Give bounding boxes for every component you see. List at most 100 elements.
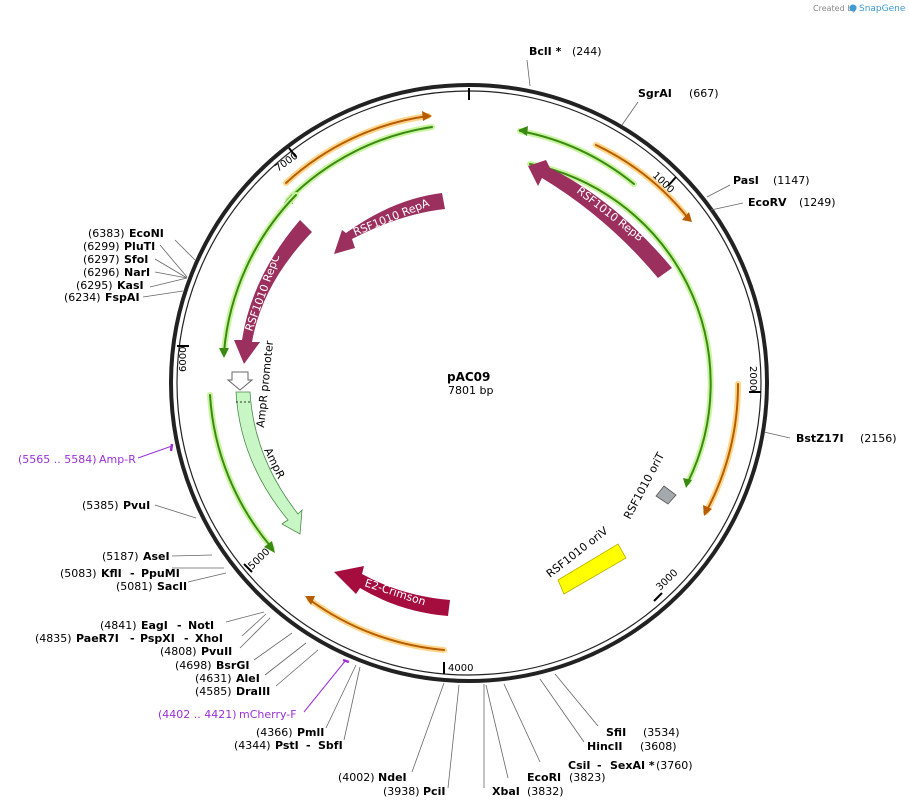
site-pspxi[interactable]: PspXI xyxy=(140,632,175,645)
feature-oriv[interactable]: RSF1010 oriV xyxy=(544,524,627,595)
svg-text:-: - xyxy=(130,632,135,645)
site-bstz17i[interactable]: BstZ17I xyxy=(796,432,844,445)
site-sfoi[interactable]: SfoI xyxy=(124,253,148,266)
site-bcli[interactable]: BclI * xyxy=(529,45,562,58)
site-sgrai-pos: (667) xyxy=(689,87,719,100)
feature-repa[interactable]: RSF1010 RepA xyxy=(334,193,445,254)
repa-label: RSF1010 RepA xyxy=(351,196,431,239)
site-pvui[interactable]: PvuI xyxy=(123,499,150,512)
site-xbai-pos: (3832) xyxy=(527,785,564,798)
site-ecori-pos: (3823) xyxy=(569,771,606,784)
site-sgrai[interactable]: SgrAI xyxy=(638,87,672,100)
site-kfli-pos: (5083) xyxy=(60,567,97,580)
ruler-label-6000: 6000 xyxy=(178,347,189,372)
site-ecorv[interactable]: EcoRV xyxy=(748,196,787,209)
site-hincii[interactable]: HincII xyxy=(587,740,623,753)
primer-ampr-range: (5565 .. 5584) xyxy=(18,453,97,466)
site-pluti[interactable]: PluTI xyxy=(124,240,155,253)
site-pmli-pos: (4366) xyxy=(256,726,293,739)
site-pvui-pos: (5385) xyxy=(82,499,119,512)
site-pvuii-pos: (4808) xyxy=(160,645,197,658)
site-psti-pos: (4344) xyxy=(234,739,271,752)
site-sexai[interactable]: SexAI * xyxy=(610,759,655,772)
ruler-label-3000: 3000 xyxy=(654,568,680,594)
credit-brand[interactable]: SnapGene xyxy=(859,4,906,14)
ruler-tick-7000 xyxy=(288,147,297,158)
site-asei[interactable]: AseI xyxy=(143,550,170,563)
ruler-tick-1000 xyxy=(667,176,677,187)
site-nari-pos: (6296) xyxy=(83,266,120,279)
site-sfoi-pos: (6297) xyxy=(83,253,120,266)
site-ndei[interactable]: NdeI xyxy=(378,771,407,784)
ruler-tick-5000 xyxy=(243,563,253,573)
site-nari[interactable]: NarI xyxy=(124,266,150,279)
site-draiii[interactable]: DraIII xyxy=(236,685,270,698)
site-noti[interactable]: NotI xyxy=(188,619,214,632)
site-ecorv-pos: (1249) xyxy=(799,196,836,209)
orf-orange-arcs xyxy=(283,111,742,653)
site-pluti-pos: (6299) xyxy=(83,240,120,253)
site-leaders xyxy=(142,59,791,789)
site-eagi-pos: (4841) xyxy=(100,619,137,632)
ruler-label-4000: 4000 xyxy=(448,663,473,674)
site-econi-pos: (6383) xyxy=(88,227,125,240)
site-ppumi[interactable]: PpuMI xyxy=(141,567,180,580)
site-sbfi[interactable]: SbfI xyxy=(318,739,343,752)
plasmid-length: 7801 bp xyxy=(448,384,493,397)
site-sacii-pos: (5081) xyxy=(116,580,153,593)
site-bsrgi-pos: (4698) xyxy=(175,659,212,672)
site-paer7i[interactable]: PaeR7I xyxy=(76,632,119,645)
site-sacii[interactable]: SacII xyxy=(157,580,187,593)
site-draiii-pos: (4585) xyxy=(195,685,232,698)
site-alei[interactable]: AleI xyxy=(236,672,260,685)
site-asei-pos: (5187) xyxy=(102,550,139,563)
svg-text:-: - xyxy=(130,567,135,580)
svg-text:-: - xyxy=(306,739,311,752)
site-xbai[interactable]: XbaI xyxy=(492,785,520,798)
ampr-promoter-label: AmpR promoter xyxy=(254,340,276,429)
site-bstz17i-pos: (2156) xyxy=(860,432,897,445)
site-ecori[interactable]: EcoRI xyxy=(527,771,561,784)
site-alei-pos: (4631) xyxy=(195,672,232,685)
site-ndei-pos: (4002) xyxy=(338,771,375,784)
site-pcii[interactable]: PciI xyxy=(423,785,445,798)
site-pasi-pos: (1147) xyxy=(773,174,810,187)
primer-ampr-name[interactable]: Amp-R xyxy=(99,453,136,466)
site-csii-pos: (3760) xyxy=(656,759,693,772)
svg-text:-: - xyxy=(597,759,602,772)
site-sfii[interactable]: SfiI xyxy=(606,726,626,739)
site-pmli[interactable]: PmlI xyxy=(297,726,324,739)
primer-mcherry-range: (4402 .. 4421) xyxy=(158,708,237,721)
orf-arcs xyxy=(207,124,714,553)
snapgene-logo-icon xyxy=(849,4,857,12)
site-pasi[interactable]: PasI xyxy=(733,174,759,187)
site-pcii-pos: (3938) xyxy=(383,785,420,798)
site-csii[interactable]: CsiI xyxy=(568,759,590,772)
primer-mcherry-name[interactable]: mCherry-F xyxy=(239,708,297,721)
site-kasi-pos: (6295) xyxy=(76,279,113,292)
site-xhoi[interactable]: XhoI xyxy=(195,632,223,645)
site-paer7i-pos: (4835) xyxy=(35,632,72,645)
site-psti[interactable]: PstI xyxy=(275,739,299,752)
site-kfli[interactable]: KflI xyxy=(101,567,122,580)
feature-e2crimson[interactable]: E2-Crimson xyxy=(334,566,450,616)
svg-text:-: - xyxy=(177,619,182,632)
svg-text:-: - xyxy=(184,632,189,645)
ruler-tick-3000 xyxy=(653,592,663,602)
site-eagi[interactable]: EagI xyxy=(141,619,168,632)
plasmid-name: pAC09 xyxy=(447,370,490,384)
site-econi[interactable]: EcoNI xyxy=(129,227,164,240)
site-sfii-pos: (3534) xyxy=(643,726,680,739)
site-bsrgi[interactable]: BsrGI xyxy=(216,659,249,672)
site-kasi[interactable]: KasI xyxy=(117,279,144,292)
site-bcli-pos: (244) xyxy=(572,45,602,58)
ruler-label-5000: 5000 xyxy=(246,547,272,573)
site-hincii-pos: (3608) xyxy=(640,740,677,753)
site-pvuii[interactable]: PvuII xyxy=(201,645,232,658)
site-fspai[interactable]: FspAI xyxy=(105,291,140,304)
ruler-label-2000: 2000 xyxy=(747,366,758,391)
orit-label: RSF1010 oriT xyxy=(621,450,667,521)
site-fspai-pos: (6234) xyxy=(64,291,101,304)
feature-orit[interactable]: RSF1010 oriT xyxy=(621,450,677,521)
